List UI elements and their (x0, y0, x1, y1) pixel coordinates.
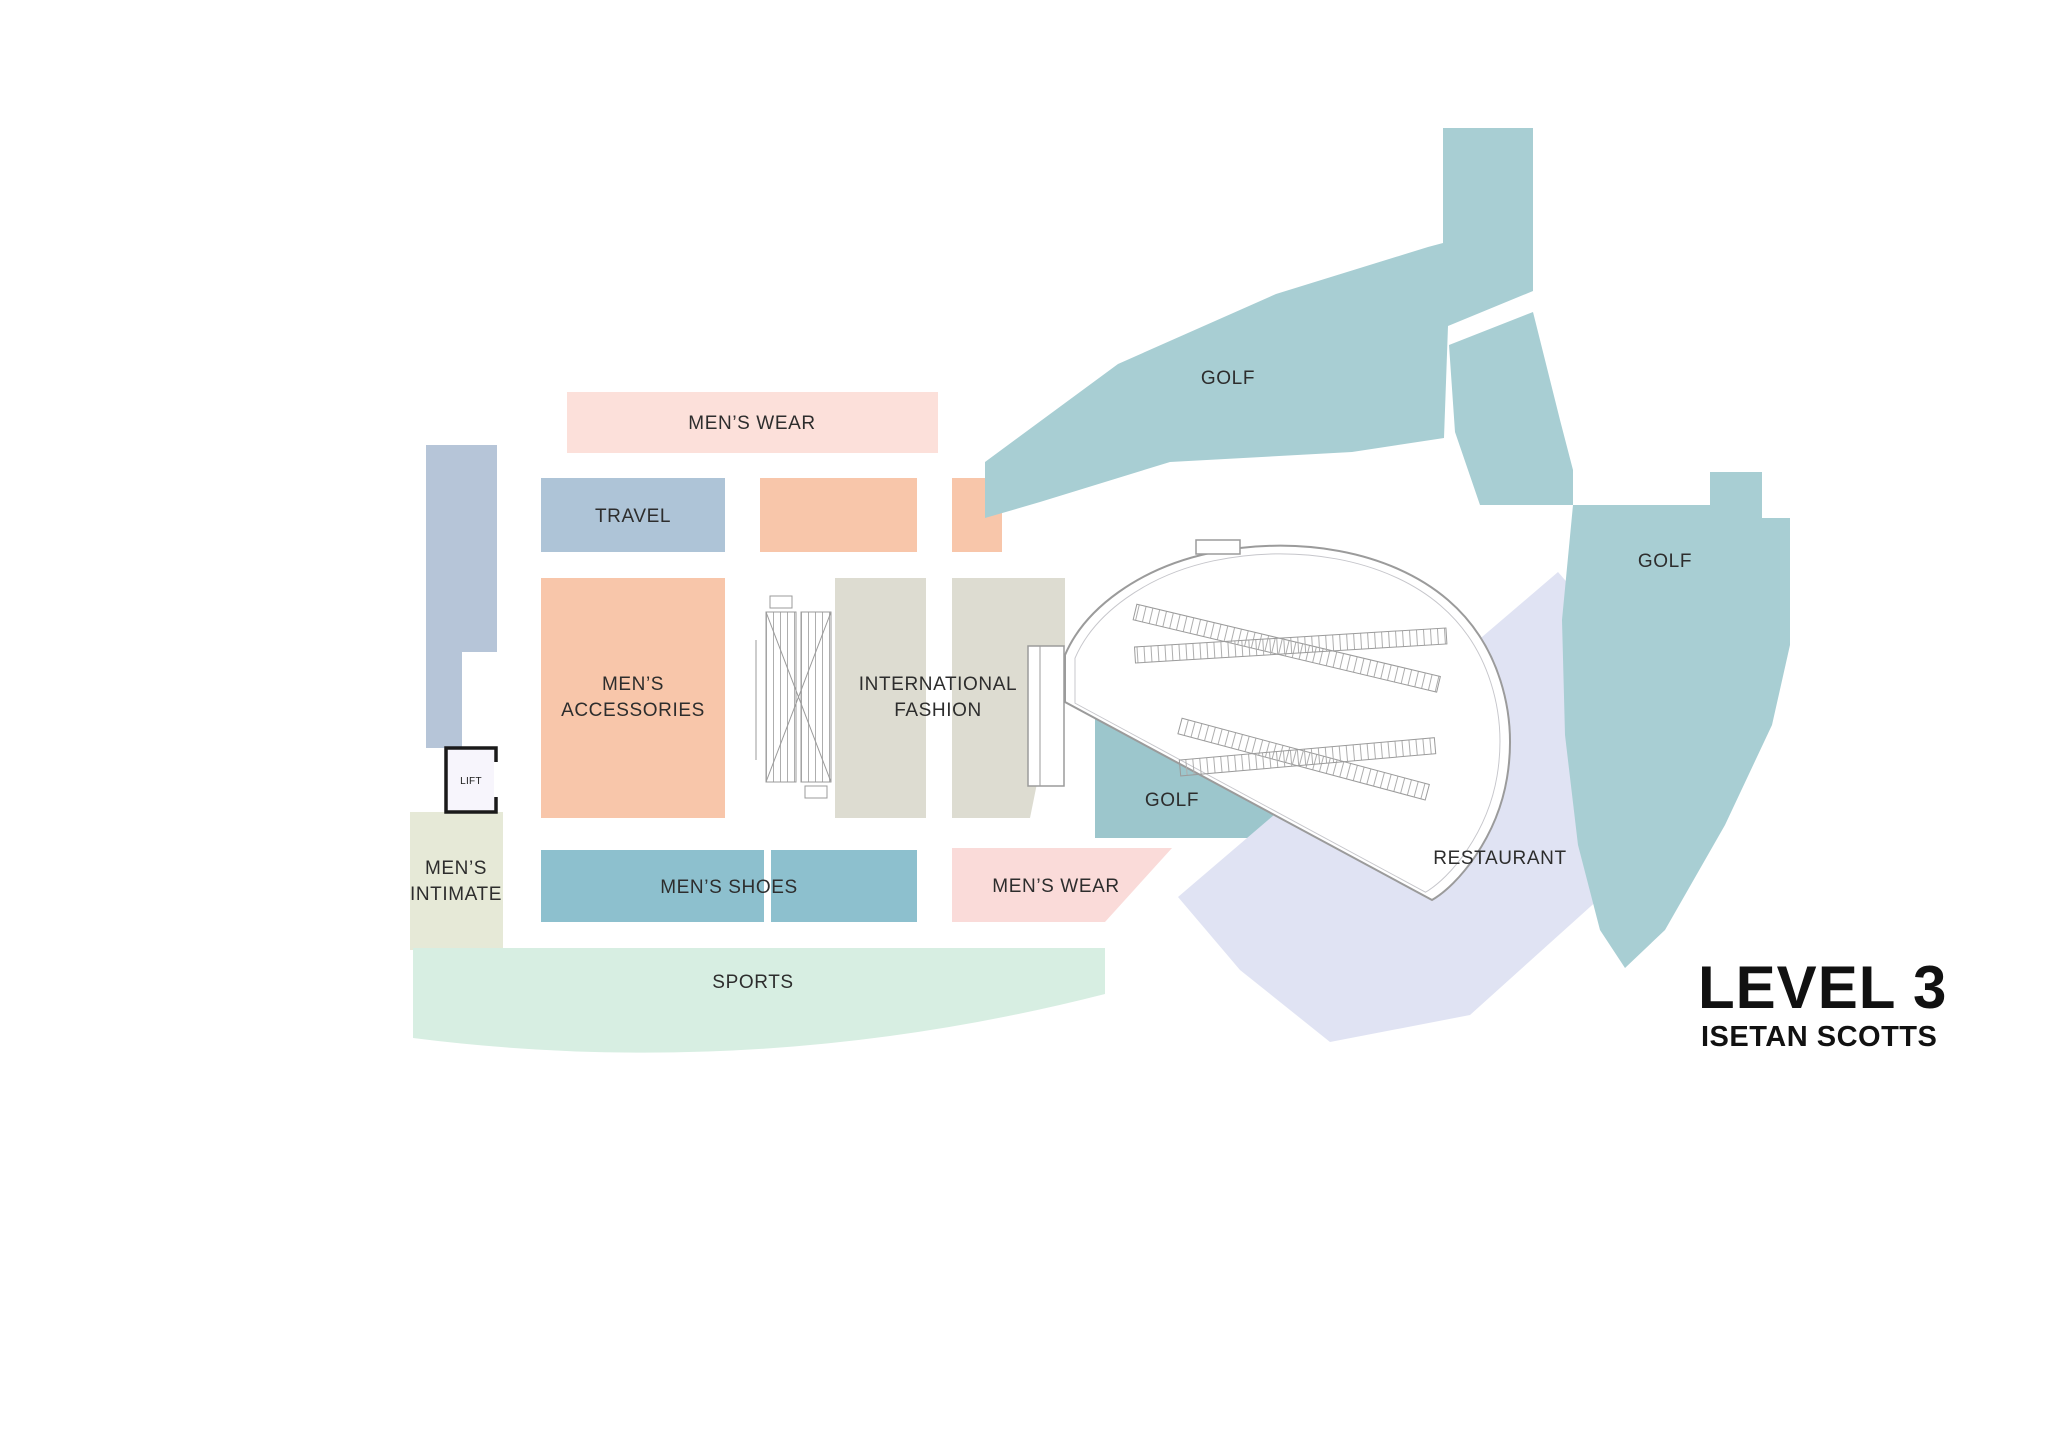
region-labels: GOLF GOLF GOLF RESTAURANT MEN’S WEAR TRA… (410, 368, 1692, 993)
lift: LIFT (444, 746, 498, 814)
travel-label: TRAVEL (595, 506, 671, 527)
atrium-entrance (1027, 645, 1065, 787)
escalator-cross-line (765, 611, 832, 783)
mens-wear-top-label: MEN’S WEAR (688, 413, 815, 434)
region-mens-shoes-1 (541, 850, 764, 922)
region-golf-right (1562, 472, 1790, 968)
escalator-landing (769, 595, 793, 609)
region-mens-wear-top (567, 392, 938, 453)
golf-middle-label: GOLF (1145, 790, 1199, 811)
mens-intimate-label-line2: INTIMATE (410, 884, 502, 905)
escalator-bank (755, 595, 832, 799)
lift-label: LIFT (460, 776, 482, 787)
region-dept-orange-a (760, 478, 917, 552)
region-sports (413, 948, 1105, 1053)
sports-label: SPORTS (712, 972, 793, 993)
region-mens-accessories (541, 578, 725, 818)
restaurant-label: RESTAURANT (1433, 848, 1566, 869)
title-block: LEVEL 3 ISETAN SCOTTS (1698, 954, 1947, 1053)
mens-intimate-label-line1: MEN’S (425, 858, 487, 879)
region-mens-shoes-2 (771, 850, 917, 922)
atrium-top-tick (1195, 539, 1241, 555)
escalator (1178, 737, 1437, 777)
mens-shoes-label: MEN’S SHOES (660, 877, 798, 898)
region-golf-connector (1449, 312, 1573, 505)
region-corridor-strip (426, 445, 497, 652)
page-subtitle: ISETAN SCOTTS (1701, 1021, 1937, 1053)
escalator (765, 611, 797, 783)
golf-top-label: GOLF (1201, 368, 1255, 389)
international-fashion-label-line2: FASHION (894, 700, 982, 721)
escalator (1133, 627, 1448, 664)
dome-escalators (1132, 603, 1448, 801)
lift-box (444, 746, 498, 814)
mens-accessories-label-line2: ACCESSORIES (561, 700, 705, 721)
mens-accessories-label-line1: MEN’S (602, 674, 664, 695)
atrium-inner-rim (1074, 553, 1501, 893)
escalator-landing (804, 785, 828, 799)
international-fashion-label-line1: INTERNATIONAL (859, 674, 1017, 695)
region-mens-intimate (410, 812, 503, 950)
mens-wear-bottom-label: MEN’S WEAR (992, 876, 1119, 897)
region-corridor-stub (426, 652, 462, 748)
region-mens-wear-bottom (952, 848, 1172, 922)
page-title: LEVEL 3 (1698, 954, 1947, 1021)
region-travel (541, 478, 725, 552)
golf-right-label: GOLF (1638, 551, 1692, 572)
region-international-fashion-col1 (835, 578, 926, 818)
escalator (800, 611, 832, 783)
region-golf-top (985, 128, 1533, 518)
